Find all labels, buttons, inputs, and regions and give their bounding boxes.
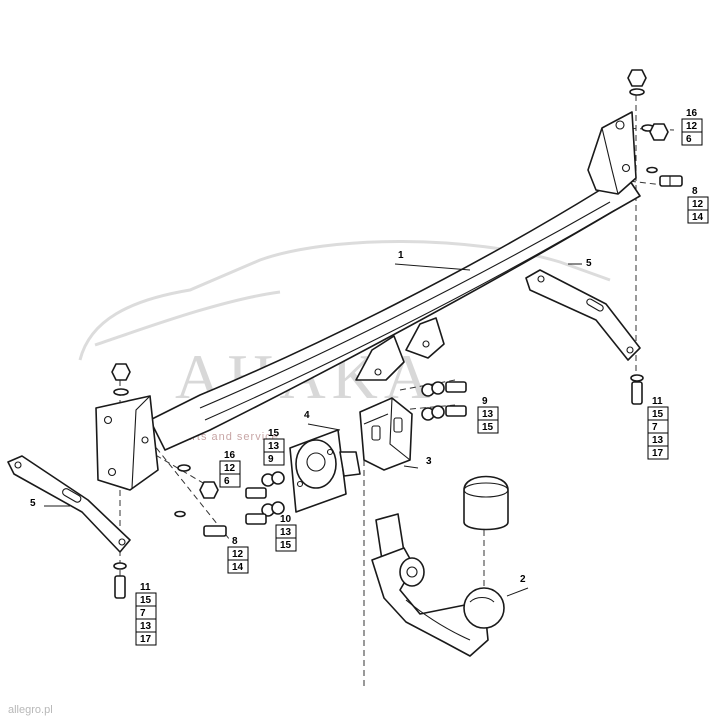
callout-c2: 2 [520,574,526,585]
callout-box [135,631,157,646]
callout-box [263,451,285,466]
callout-number: 12 [686,121,698,132]
callout-number: 12 [232,549,244,560]
fasteners-left [111,363,227,599]
callout-number: 14 [692,212,704,223]
callout-tr8: 8 12 14 [687,186,709,224]
callout-c4: 4 [304,410,310,421]
crossbar [95,111,641,491]
callout-number: 13 [140,621,152,632]
callout-number: 7 [652,422,658,433]
callout-number: 13 [268,441,280,452]
callout-number: 15 [280,540,292,551]
callout-l10: 10 13 15 [275,514,297,552]
callout-number: 1 [398,250,404,261]
callout-number: 9 [482,396,488,407]
callout-number: 11 [140,582,151,593]
callout-number: 15 [268,428,280,439]
callout-number: 15 [140,595,152,606]
fasteners-top-right [627,69,683,405]
callout-box [647,445,669,460]
callout-c5r: 5 [586,258,592,269]
callout-box [219,473,241,488]
callout-number: 6 [224,476,230,487]
callout-number: 15 [482,422,494,433]
callout-number: 11 [652,396,663,407]
leader-lines [44,263,582,597]
callout-number: 8 [232,536,238,547]
callout-l15: 15 13 9 [263,428,285,466]
callout-number: 16 [224,450,236,461]
callout-number: 13 [652,435,664,446]
callout-box [477,419,499,434]
callout-number: 15 [652,409,664,420]
ball-mount-bracket [359,397,413,471]
callout-c5l: 5 [30,498,36,509]
callout-box [227,559,249,574]
socket-plate [289,429,361,513]
callout-l11: 11 15 7 13 17 [135,582,157,646]
callout-number: 9 [268,454,274,465]
callout-number: 7 [140,608,146,619]
right-strap [525,269,641,361]
callout-number: 17 [140,634,152,645]
callout-number: 17 [652,448,664,459]
callout-box [687,209,709,224]
callout-number: 13 [482,409,494,420]
callout-l16: 16 12 6 [219,450,241,488]
callout-number: 6 [686,134,692,145]
callout-number: 8 [692,186,698,197]
ball-cap [463,475,509,531]
callout-number: 5 [586,258,592,269]
callout-box [275,537,297,552]
callout-box [647,419,669,434]
callout-number: 12 [692,199,704,210]
callout-number: 3 [426,456,432,467]
callout-l8: 8 12 14 [227,536,249,574]
callout-c3: 3 [426,456,432,467]
callout-tr16: 16 12 6 [681,108,703,146]
callout-c1: 1 [398,250,404,261]
callout-r11: 11 15 7 13 17 [647,396,669,460]
callout-number: 12 [224,463,236,474]
callout-m9: 9 13 15 [477,396,499,434]
callout-number: 5 [30,498,36,509]
callout-number: 4 [304,410,310,421]
callout-box [681,131,703,146]
callout-number: 2 [520,574,526,585]
fasteners-centre [245,381,467,525]
left-strap [7,455,131,553]
callout-number: 16 [686,108,698,119]
callout-box [135,605,157,620]
callout-number: 14 [232,562,244,573]
callouts: 1234551612681214111571317913151612615139… [30,108,709,646]
callout-number: 10 [280,514,292,525]
footer-watermark: allegro.pl [8,704,53,716]
callout-number: 13 [280,527,292,538]
ball-neck [371,513,505,657]
